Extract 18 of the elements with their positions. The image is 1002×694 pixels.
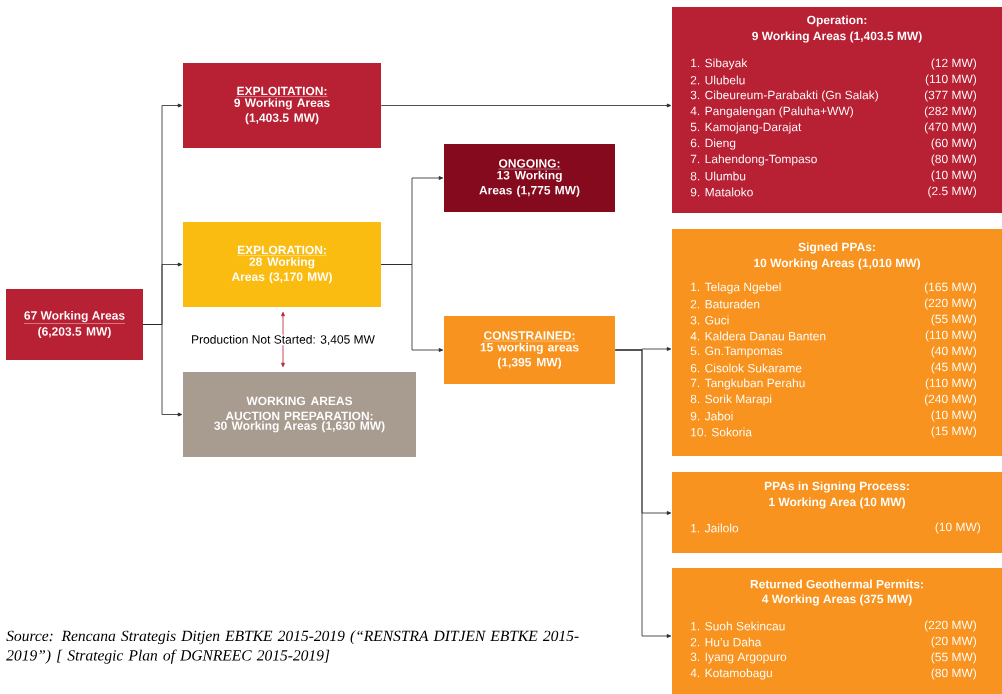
arrow: [281, 311, 285, 336]
source-note: Source: Rencana Strategis Ditjen EBTKE 2015-2019 (“RENSTRA DITJEN EBTKE 2015-2019”) [ Strategic Plan of DGNREEC 2015-2019]: [6, 630, 579, 664]
note-text: Production Not Started: 3,405 MW: [192, 334, 375, 346]
category-box: WORKING AREAS AUCTION PREPARATION: 30 Working Areas (1,630 MW): [183, 372, 416, 457]
category-box: CONSTRAINED: 15 working areas (1,395 MW): [444, 316, 615, 384]
arrow: [380, 264, 444, 352]
arrow: [142, 324, 183, 417]
category-box: ONGOING: 13 Working Areas (1,775 MW): [444, 144, 615, 212]
arrow: [281, 344, 285, 368]
category-box: EXPLORATION: 28 Working Areas (3,170 MW): [183, 222, 381, 307]
root-box: 67 Working Areas (6,203.5 MW): [6, 289, 143, 360]
list-box: Returned Geothermal Permits: 4 Working Areas (375 MW) 1. Suoh Sekincau (220 MW) 2. Hu’u Daha (20 MW) 3. Iyang Argopuro (55 MW) 4. Kotamobagu (80 MW): [672, 568, 1002, 694]
list-box: PPAs in Signing Process: 1 Working Area (10 MW) 1. Jailolo (10 MW): [672, 472, 1002, 553]
list-box: Operation: 9 Working Areas (1,403.5 MW) 1. Sibayak (12 MW) 2. Ulubelu (110 MW) 3. Cibeureum-Parabakti (Gn Salak) (377 MW) 4. Pangalengan (Paluha+WW) (282 MW) 5. Kamojang-Darajat (470 MW) 6. Dieng (60 MW) 7. Lahendong-Tompaso (80 MW) 8. Ulumbu (10 MW) 9. Mataloko (2.5 MW): [672, 7, 1002, 213]
arrow: [614, 349, 672, 638]
arrow: [380, 103, 672, 108]
list-box: Signed PPAs: 10 Working Areas (1,010 MW) 1. Telaga Ngebel (165 MW) 2. Baturaden (220 MW) 3. Guci (55 MW) 4. Kaldera Danau Banten (110 MW) 5. Gn.Tampomas (40 MW) 6. Cisolok Sukarame (45 MW) 7. Tangkuban Perahu (110 MW) 8. Sorik Marapi (240 MW) 9. Jaboi (10 MW) 10. Sokoria (15 MW): [672, 229, 1002, 456]
category-box: EXPLOITATION: 9 Working Areas (1,403.5 MW): [183, 63, 381, 148]
